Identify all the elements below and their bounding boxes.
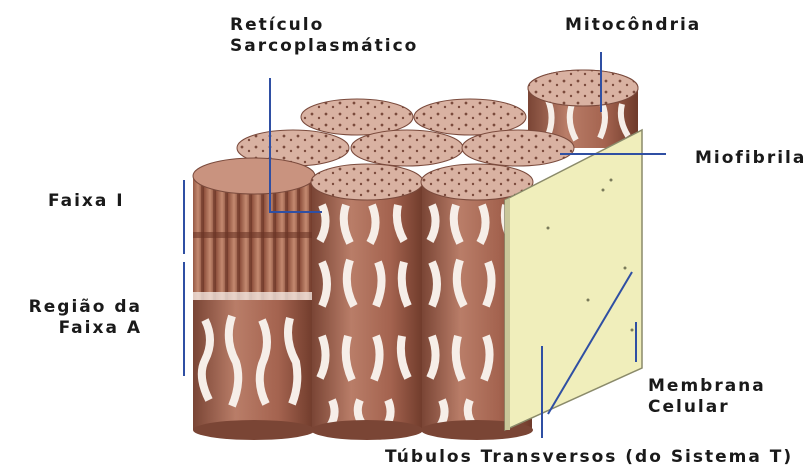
regiao-label-line1: Região da — [29, 297, 142, 318]
reticulo-label: Retículo Sarcoplasmático — [230, 15, 418, 57]
reticulo-label-line1: Retículo — [230, 15, 418, 36]
regiao-label-line2: Faixa A — [29, 318, 142, 339]
membrana-celular-label: Membrana Celular — [648, 376, 766, 418]
front-left-myofibril — [193, 158, 315, 430]
membrana-label-line1: Membrana — [648, 376, 766, 397]
back-myofibril-tops — [301, 70, 638, 148]
reticulo-label-line2: Sarcoplasmático — [230, 36, 418, 57]
mitocondria-label: Mitocôndria — [565, 15, 701, 36]
tubulos-label: Túbulos Transversos (do Sistema T) — [385, 447, 793, 468]
membrana-label-line2: Celular — [648, 397, 766, 418]
regiao-faixa-a-label: Região da Faixa A — [29, 297, 142, 339]
miofibrila-label: Miofibrila — [695, 148, 806, 169]
faixa-i-label: Faixa I — [48, 191, 125, 212]
